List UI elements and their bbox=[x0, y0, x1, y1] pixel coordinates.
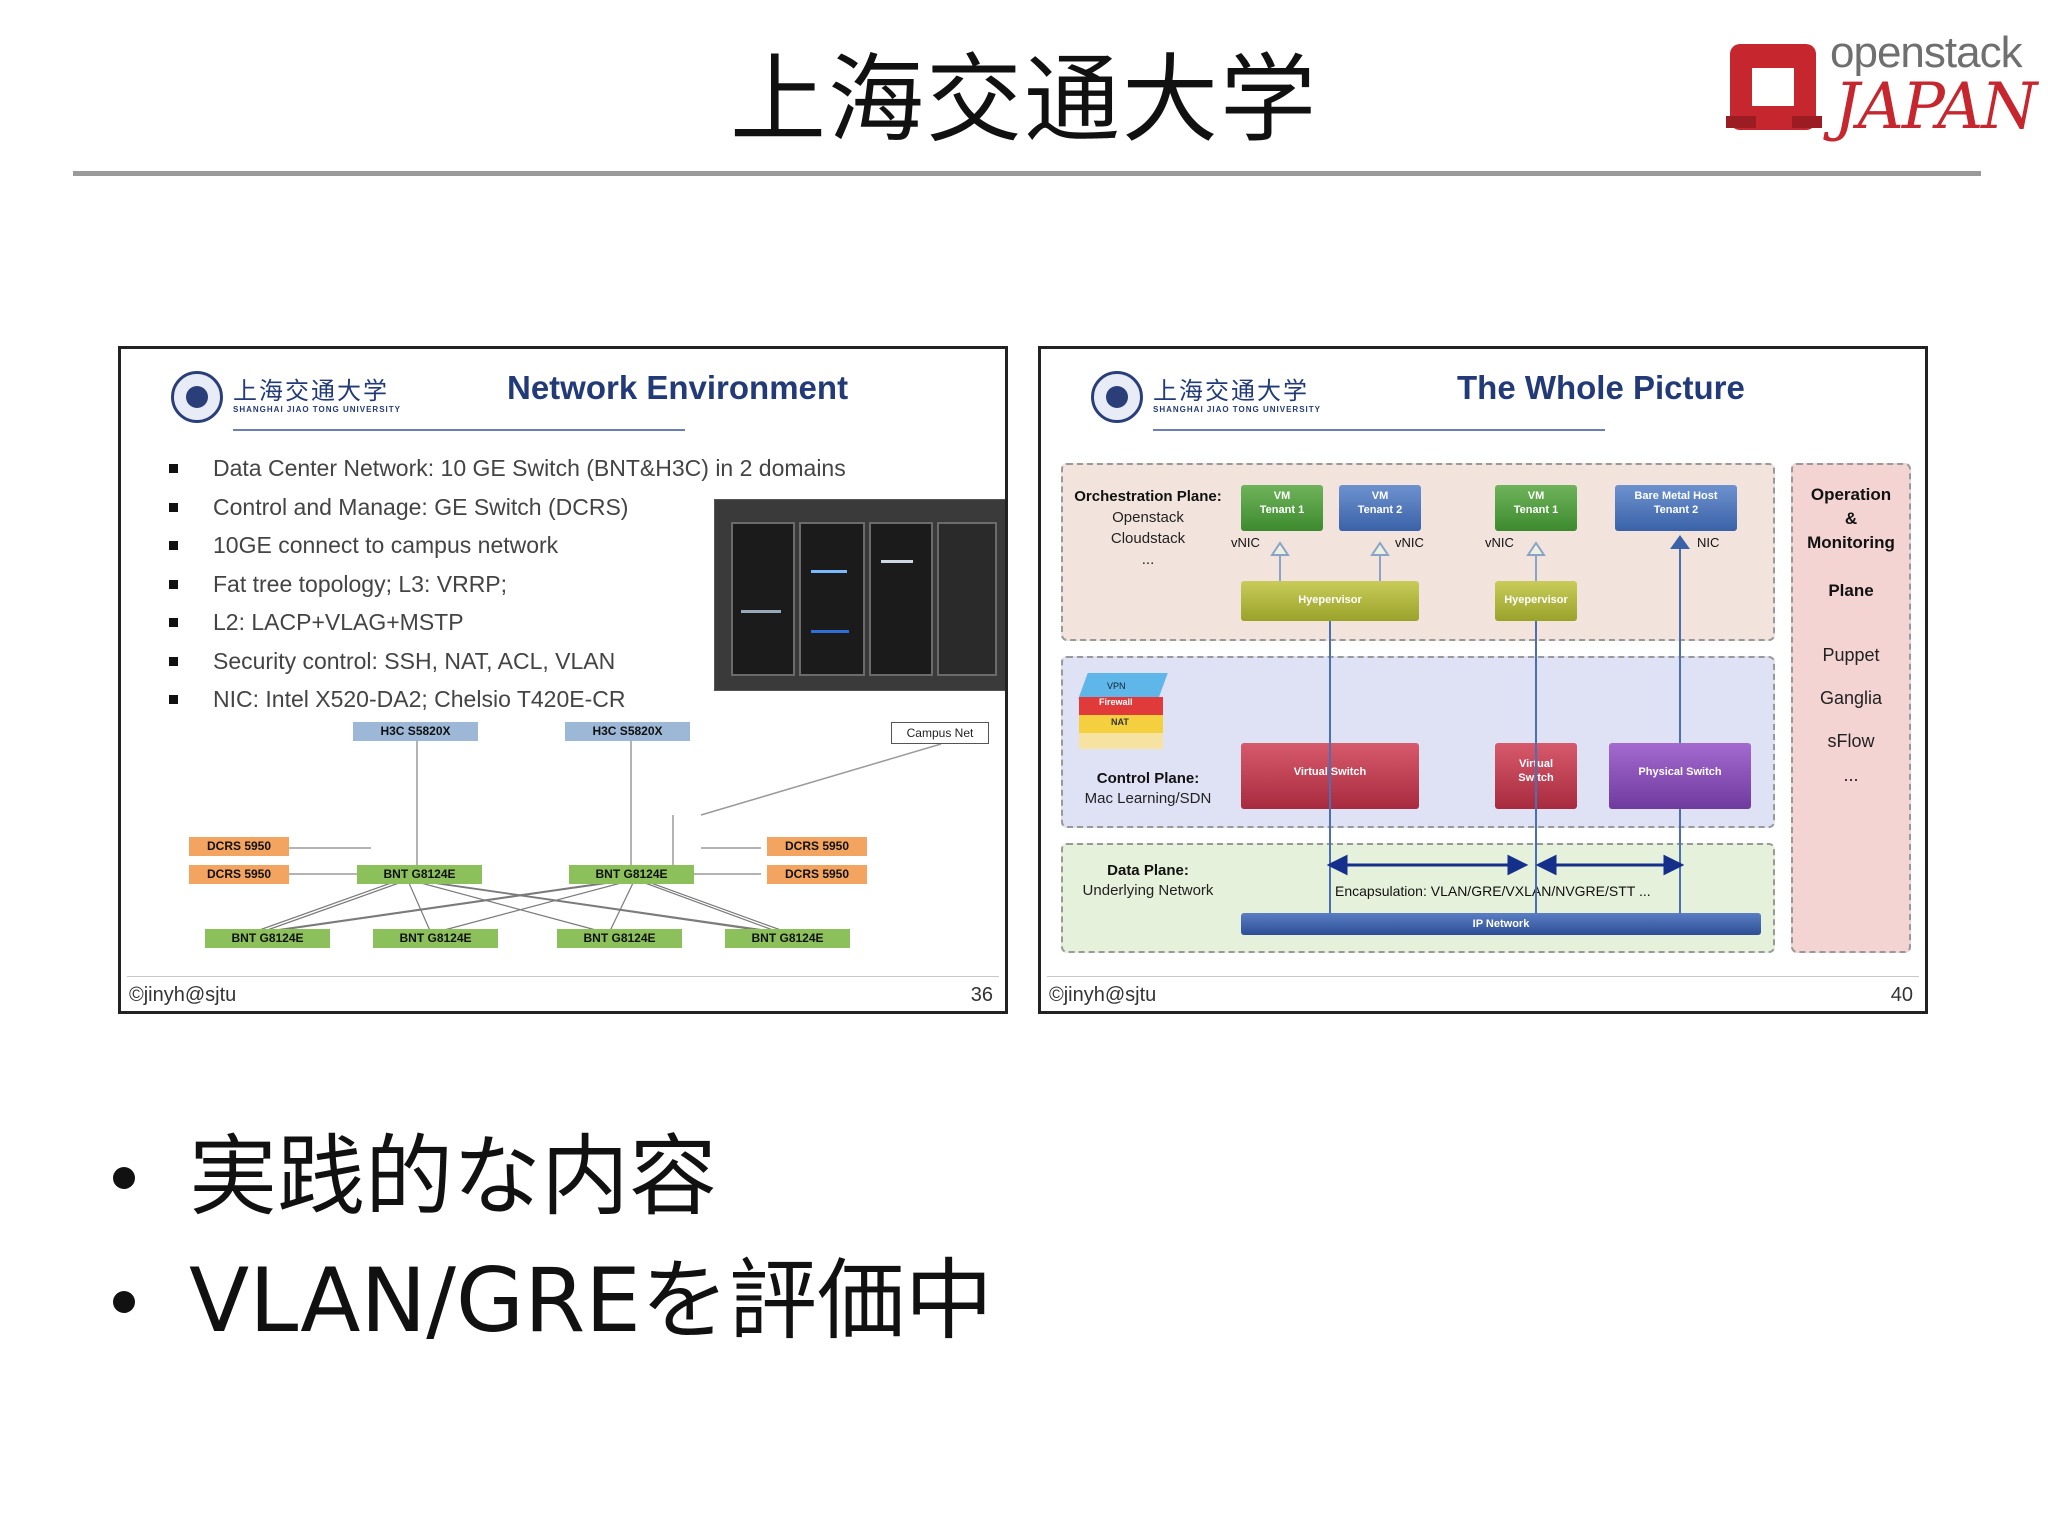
slide-footer-credit: ©jinyh@sjtu bbox=[129, 984, 237, 1006]
dcrs-switch: DCRS 5950 bbox=[767, 865, 867, 884]
org-subtitle: SHANGHAI JIAO TONG UNIVERSITY bbox=[233, 405, 401, 414]
slide-title-rule bbox=[1153, 429, 1605, 431]
vnic-label: vNIC bbox=[1395, 535, 1424, 550]
org-name: 上海交通大学 bbox=[233, 377, 389, 405]
orchestration-item: Cloudstack bbox=[1110, 530, 1186, 547]
openstack-japan-logo: openstack JAPAN bbox=[1722, 28, 2037, 144]
page-title: 上海交通大学 bbox=[730, 44, 1318, 156]
logo-wordmark-bottom: JAPAN bbox=[1834, 70, 2037, 144]
org-subtitle: SHANGHAI JIAO TONG UNIVERSITY bbox=[1153, 405, 1321, 414]
list-item: L2: LACP+VLAG+MSTP bbox=[169, 603, 846, 642]
footer-rule bbox=[1047, 976, 1919, 977]
list-item: Fat tree topology; L3: VRRP; bbox=[169, 565, 846, 604]
sjtu-seal-icon bbox=[171, 371, 223, 423]
list-item: 10GE connect to campus network bbox=[169, 526, 846, 565]
slide-page-number: 40 bbox=[1890, 984, 1913, 1006]
ops-title-line: Operation bbox=[1810, 485, 1892, 504]
title-divider bbox=[73, 171, 1981, 176]
nic-label: NIC bbox=[1697, 535, 1720, 550]
bullet-list: Data Center Network: 10 GE Switch (BNT&H… bbox=[169, 449, 846, 719]
h3c-switch-2: H3C S5820X bbox=[565, 722, 690, 741]
whole-picture-connectors bbox=[1270, 535, 1690, 913]
openstack-logo-icon bbox=[1726, 44, 1822, 130]
ops-tool: sFlow bbox=[1827, 731, 1875, 751]
slide-title: The Whole Picture bbox=[1457, 369, 1745, 406]
main-bullet-item: 実践的な内容 bbox=[105, 1115, 993, 1239]
ops-tool: ... bbox=[1843, 765, 1859, 785]
topology-links bbox=[250, 741, 942, 934]
bnt-edge-switch: BNT G8124E bbox=[205, 929, 330, 948]
ops-title-line: Monitoring bbox=[1807, 533, 1895, 552]
org-name: 上海交通大学 bbox=[1153, 377, 1309, 405]
slide-title-rule bbox=[233, 429, 685, 431]
bnt-core-switch: BNT G8124E bbox=[569, 865, 694, 884]
encapsulation-label: Encapsulation: VLAN/GRE/VXLAN/NVGRE/STT … bbox=[1335, 883, 1651, 899]
cube-label: Firewall bbox=[1099, 697, 1133, 707]
slide-page-number: 36 bbox=[970, 984, 993, 1006]
orchestration-item: ... bbox=[1141, 551, 1155, 568]
ip-network-bar: IP Network bbox=[1241, 913, 1761, 935]
logo-wordmark-top: openstack bbox=[1830, 28, 2023, 77]
footer-rule bbox=[127, 976, 999, 977]
list-item: Data Center Network: 10 GE Switch (BNT&H… bbox=[169, 449, 846, 488]
cube-label: NAT bbox=[1111, 717, 1129, 727]
list-item: NIC: Intel X520-DA2; Chelsio T420E-CR bbox=[169, 680, 846, 719]
slide-whole-picture: 上海交通大学 SHANGHAI JIAO TONG UNIVERSITY The… bbox=[1038, 346, 1928, 1014]
network-services-cube-icon: Firewall VPN NAT bbox=[1077, 667, 1171, 755]
bnt-edge-switch: BNT G8124E bbox=[725, 929, 850, 948]
vnic-label: vNIC bbox=[1485, 535, 1514, 550]
server-rack-photo bbox=[714, 499, 1005, 691]
bnt-edge-switch: BNT G8124E bbox=[557, 929, 682, 948]
hypervisor-tile: Hyepervisor bbox=[1495, 581, 1577, 621]
orchestration-item: Openstack bbox=[1112, 509, 1184, 526]
main-bullet-list: 実践的な内容 VLAN/GREを評価中 bbox=[105, 1115, 993, 1363]
vnic-label: vNIC bbox=[1231, 535, 1260, 550]
slide-footer-credit: ©jinyh@sjtu bbox=[1049, 984, 1157, 1006]
ops-tool: Puppet bbox=[1822, 645, 1880, 665]
physical-switch-tile: Physical Switch bbox=[1609, 743, 1751, 809]
slide-network-environment: 上海交通大学 SHANGHAI JIAO TONG UNIVERSITY Net… bbox=[118, 346, 1008, 1014]
list-item: Security control: SSH, NAT, ACL, VLAN bbox=[169, 642, 846, 681]
ops-title-line: Plane bbox=[1828, 581, 1874, 600]
list-item: Control and Manage: GE Switch (DCRS) bbox=[169, 488, 846, 527]
h3c-switch-1: H3C S5820X bbox=[353, 722, 478, 741]
bare-metal-host-tile: Bare Metal Host Tenant 2 bbox=[1615, 485, 1737, 531]
control-plane-sublabel: Mac Learning/SDN bbox=[1084, 790, 1212, 807]
operations-plane-zone bbox=[1791, 463, 1911, 953]
dcrs-switch: DCRS 5950 bbox=[767, 837, 867, 856]
cube-label: VPN bbox=[1107, 681, 1126, 691]
control-plane-label: Control Plane: bbox=[1096, 770, 1200, 787]
ops-tool: Ganglia bbox=[1819, 688, 1883, 708]
vm-tenant-1-tile: VM Tenant 1 bbox=[1495, 485, 1577, 531]
ops-title-line: & bbox=[1844, 509, 1858, 528]
bnt-edge-switch: BNT G8124E bbox=[373, 929, 498, 948]
orchestration-plane-label: Orchestration Plane: bbox=[1074, 488, 1222, 505]
sjtu-seal-icon bbox=[1091, 371, 1143, 423]
vm-tenant-2-tile: VM Tenant 2 bbox=[1339, 485, 1421, 531]
dcrs-switch: DCRS 5950 bbox=[189, 865, 289, 884]
dcrs-switch: DCRS 5950 bbox=[189, 837, 289, 856]
main-bullet-item: VLAN/GREを評価中 bbox=[105, 1239, 993, 1363]
campus-net-box: Campus Net bbox=[891, 722, 989, 744]
data-plane-label: Data Plane: bbox=[1107, 862, 1189, 879]
bnt-core-switch: BNT G8124E bbox=[357, 865, 482, 884]
slide-title: Network Environment bbox=[507, 369, 849, 406]
data-plane-sublabel: Underlying Network bbox=[1082, 882, 1214, 899]
vm-tenant-1-tile: VM Tenant 1 bbox=[1241, 485, 1323, 531]
hypervisor-tile: Hyepervisor bbox=[1241, 581, 1419, 621]
